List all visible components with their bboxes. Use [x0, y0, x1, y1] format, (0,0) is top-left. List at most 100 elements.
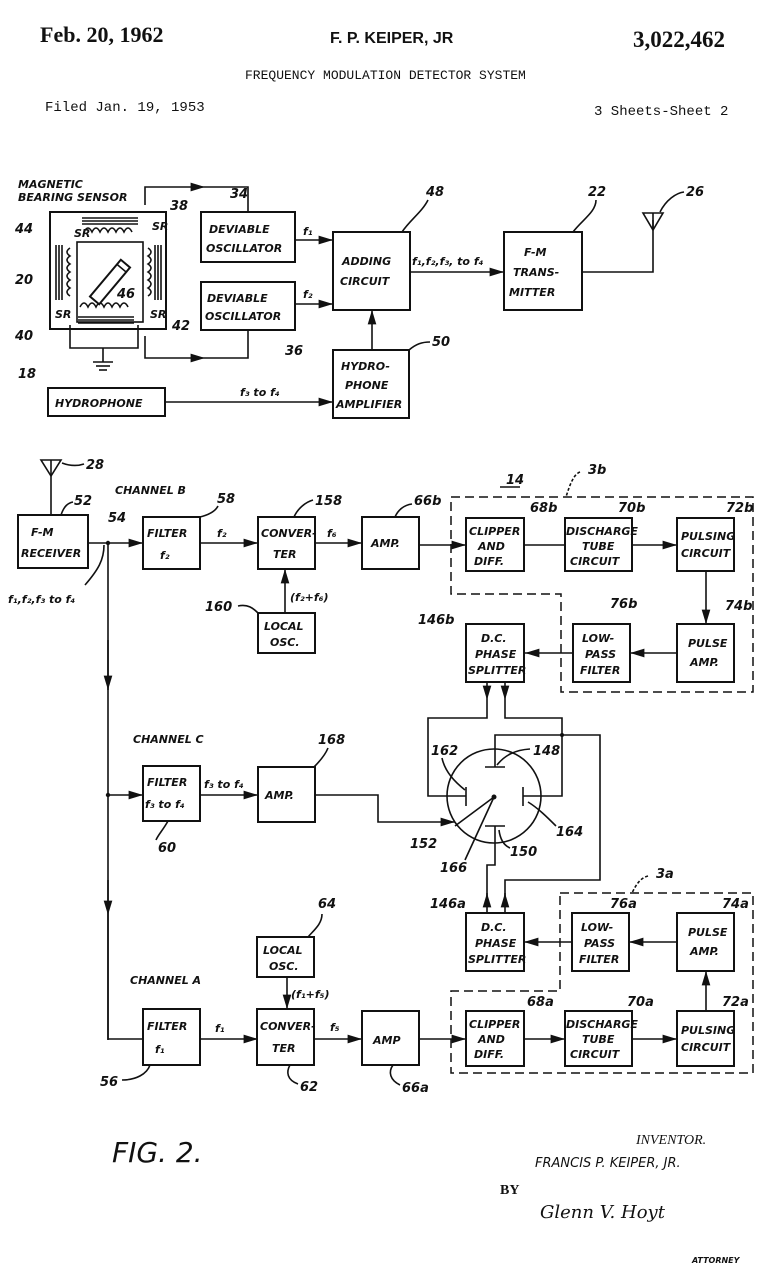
wire-bus-to-filter-a	[107, 915, 143, 1040]
svg-text:OSC.: OSC.	[270, 636, 300, 649]
ref-162: 162	[431, 744, 458, 759]
pulse-amp-b: PULSE AMP.	[676, 623, 735, 683]
ref-44: 44	[14, 222, 33, 237]
ref-22: 22	[588, 185, 606, 200]
dc-phase-splitter-b: D.C. PHASE SPLITTER	[465, 623, 526, 683]
ref-42: 42	[171, 319, 190, 334]
wire-amp-to-tube	[315, 794, 455, 827]
filter-f1: FILTER f₁	[142, 1008, 201, 1066]
svg-text:f₃ to f₄: f₃ to f₄	[145, 798, 185, 811]
fm-transmitter: F-M TRANS- MITTER	[503, 231, 583, 311]
ref-46: 46	[116, 287, 135, 302]
sensor-title-line2: BEARING SENSOR	[18, 191, 127, 204]
signal-f3-f4: f₃ to f₄	[240, 386, 280, 399]
deviable-oscillator-1: DEVIABLE OSCILLATOR	[200, 211, 296, 263]
svg-text:PULSING: PULSING	[681, 1024, 735, 1037]
svg-text:TER: TER	[272, 1042, 296, 1055]
filter-f3-to-f4: FILTER f₃ to f₄	[142, 765, 201, 822]
local-osc-a: LOCAL OSC.	[256, 936, 315, 978]
sr-label-tr: SR	[152, 220, 168, 233]
signal-f1-rx: f₁	[215, 1022, 225, 1035]
magnetic-bearing-sensor: MAGNETIC BEARING SENSOR SR SR SR SR 44 2…	[14, 178, 249, 371]
antenna-icon-tx	[641, 212, 665, 232]
detector-3b-boundary	[450, 496, 754, 693]
signal-f2-plus-f6: (f₂+f₆)	[290, 591, 328, 604]
svg-text:CONVER-: CONVER-	[260, 1020, 316, 1033]
magnet-icon	[88, 258, 132, 306]
ref-74a: 74a	[722, 897, 749, 912]
svg-text:RECEIVER: RECEIVER	[21, 547, 81, 560]
svg-text:FILTER: FILTER	[579, 953, 619, 966]
coil-top	[83, 227, 133, 234]
sheet-number: 3 Sheets-Sheet 2	[594, 104, 729, 120]
coil-bottom	[79, 302, 129, 309]
ref-74b: 74b	[725, 599, 752, 614]
clipper-diff-b: CLIPPER AND DIFF.	[465, 517, 525, 572]
converter-a: CONVER- TER	[256, 1008, 316, 1066]
ref-36: 36	[285, 344, 303, 359]
deviable-oscillator-2: DEVIABLE OSCILLATOR	[200, 281, 296, 331]
ref-28: 28	[86, 458, 104, 473]
svg-text:CIRCUIT: CIRCUIT	[681, 1041, 732, 1054]
ref-3a: 3a	[656, 867, 674, 882]
ref-18: 18	[18, 367, 36, 382]
low-pass-filter-b: LOW- PASS FILTER	[572, 623, 631, 683]
svg-text:TUBE: TUBE	[582, 540, 615, 553]
svg-text:AND: AND	[477, 1033, 505, 1046]
svg-text:PASS: PASS	[584, 937, 615, 950]
svg-text:CONVER-: CONVER-	[261, 527, 317, 540]
ref-68b: 68b	[530, 501, 557, 516]
filter-f2: FILTER f₂	[142, 516, 201, 570]
wire-sensor-to-osc1	[144, 182, 205, 205]
svg-text:DISCHARGE: DISCHARGE	[566, 1018, 638, 1031]
svg-text:DIFF.: DIFF.	[474, 555, 504, 568]
signal-f3-f4-rx: f₃ to f₄	[204, 778, 244, 791]
sr-label-br: SR	[150, 308, 166, 321]
discharge-tube-b: DISCHARGE TUBE CIRCUIT	[564, 517, 638, 572]
wire-splitter-b-to-162	[427, 700, 488, 797]
svg-text:FILTER: FILTER	[580, 664, 620, 677]
by-label: BY	[500, 1183, 520, 1198]
wire-to-antenna	[582, 220, 654, 273]
svg-text:LOW-: LOW-	[582, 632, 614, 645]
svg-text:AND: AND	[477, 540, 505, 553]
svg-text:CIRCUIT: CIRCUIT	[681, 547, 732, 560]
svg-text:DISCHARGE: DISCHARGE	[566, 525, 638, 538]
wire-splitter-b-to-164	[504, 700, 563, 797]
ref-64: 64	[318, 897, 336, 912]
sr-label-bl: SR	[55, 308, 71, 321]
ground-icon	[93, 348, 113, 371]
svg-text:TRANS-: TRANS-	[513, 266, 559, 279]
coil-left	[66, 247, 72, 297]
wire-tube-to-splitter-a	[504, 734, 601, 897]
pulsing-circuit-b: PULSING CIRCUIT	[676, 517, 735, 572]
svg-text:TUBE: TUBE	[582, 1033, 615, 1046]
ref-72b: 72b	[726, 501, 753, 516]
ground-wire	[69, 325, 139, 349]
svg-text:LOCAL: LOCAL	[263, 944, 303, 957]
ref-152: 152	[410, 837, 437, 852]
ref-54: 54	[108, 511, 126, 526]
ref-38: 38	[170, 199, 188, 214]
ref-72a: 72a	[722, 995, 749, 1010]
core-laminations	[55, 217, 162, 324]
svg-text:MITTER: MITTER	[509, 286, 555, 299]
ref-40: 40	[14, 329, 33, 344]
inventor-name: FRANCIS P. KEIPER, JR.	[535, 1156, 681, 1171]
svg-text:LOW-: LOW-	[581, 921, 613, 934]
filed-date: Filed Jan. 19, 1953	[45, 100, 205, 116]
svg-text:D.C.: D.C.	[481, 921, 507, 934]
pulsing-circuit-a: PULSING CIRCUIT	[676, 1010, 735, 1067]
amp-168: AMP.	[257, 766, 316, 823]
signal-f5: f₅	[330, 1021, 340, 1034]
ref-62: 62	[300, 1080, 318, 1095]
svg-text:f₂: f₂	[160, 549, 170, 562]
amp-66b: AMP.	[361, 516, 420, 570]
svg-text:CIRCUIT: CIRCUIT	[340, 275, 391, 288]
attorney-signature: Glenn V. Hoyt	[540, 1202, 665, 1223]
ref-70a: 70a	[627, 995, 654, 1010]
svg-text:OSCILLATOR: OSCILLATOR	[206, 242, 282, 255]
svg-text:D.C.: D.C.	[481, 632, 507, 645]
ref-20: 20	[15, 273, 33, 288]
patent-date: Feb. 20, 1962	[40, 22, 164, 47]
